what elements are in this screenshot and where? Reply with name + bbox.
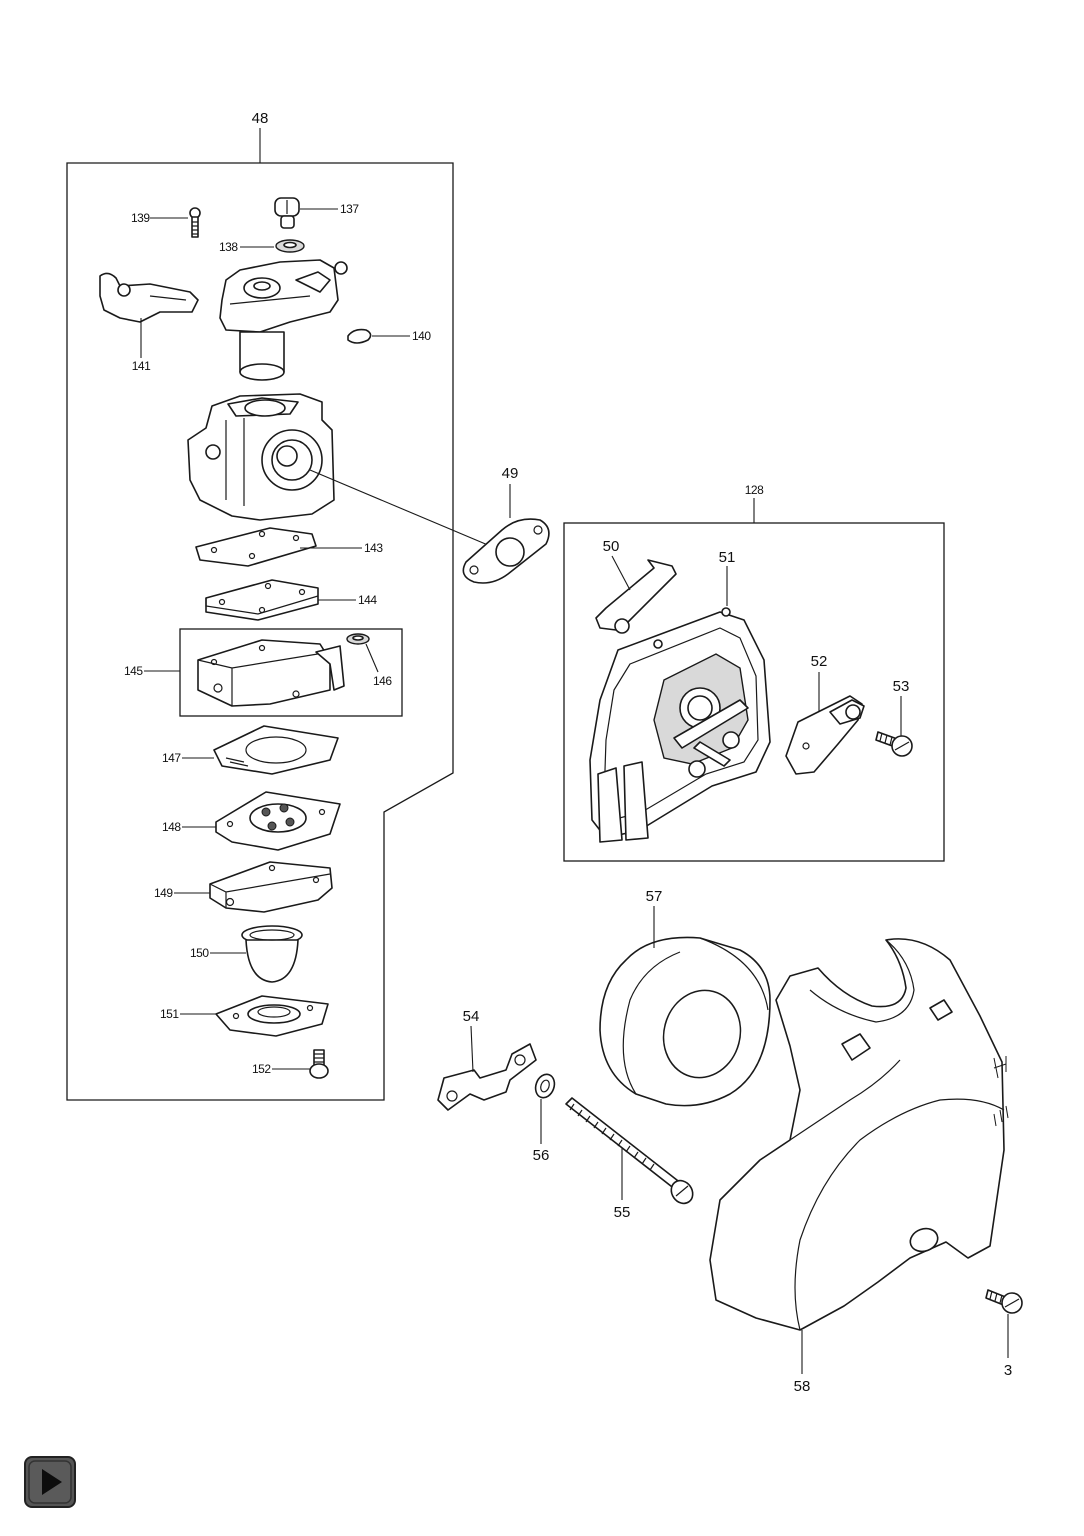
part-53-screw: 53 xyxy=(875,678,913,757)
callout-53: 53 xyxy=(893,678,910,695)
part-144-plate: 144 xyxy=(205,579,378,621)
part-140-clip: 140 xyxy=(347,328,432,344)
callout-50: 50 xyxy=(603,538,620,555)
part-139-screw: 139 xyxy=(131,207,201,238)
callout-54: 54 xyxy=(463,1008,480,1025)
callout-48: 48 xyxy=(252,110,269,127)
callout-143: 143 xyxy=(364,541,383,555)
part-147-gasket: 147 xyxy=(162,725,339,775)
callout-57: 57 xyxy=(646,888,663,905)
callout-56: 56 xyxy=(533,1147,550,1164)
callout-145: 145 xyxy=(124,664,143,678)
callout-144: 144 xyxy=(358,593,377,607)
callout-151: 151 xyxy=(160,1007,179,1021)
frame-128: 128 xyxy=(563,483,945,862)
part-148-diaphragm: 148 xyxy=(162,791,341,851)
part-56-washer: 56 xyxy=(533,1073,556,1164)
part-146-seal: 146 xyxy=(346,633,393,688)
part-137-adjuster: 137 xyxy=(274,197,360,229)
callout-128: 128 xyxy=(745,483,764,497)
play-icon xyxy=(28,1460,72,1504)
callout-138: 138 xyxy=(219,240,238,254)
callout-150: 150 xyxy=(190,946,209,960)
callout-139: 139 xyxy=(131,211,150,225)
part-151-retainer: 151 xyxy=(160,995,329,1037)
part-150-primer-bulb: 150 xyxy=(190,925,303,983)
part-152-screw: 152 xyxy=(252,1049,329,1079)
part-51-base-plate: 51 xyxy=(589,549,771,843)
part-143-gasket: 143 xyxy=(195,527,384,567)
play-button[interactable] xyxy=(24,1456,76,1508)
part-55-bolt: 55 xyxy=(565,1097,694,1221)
callout-3: 3 xyxy=(1004,1362,1012,1379)
part-52-choke-plate: 52 xyxy=(785,653,865,775)
callout-52: 52 xyxy=(811,653,828,670)
part-57-air-filter: 57 xyxy=(599,888,771,1107)
part-carburetor-body xyxy=(187,393,496,549)
callout-147: 147 xyxy=(162,751,181,765)
callout-51: 51 xyxy=(719,549,736,566)
part-141-lever: 141 xyxy=(99,272,199,373)
part-58-filter-cover: 58 xyxy=(709,938,1009,1395)
part-138-washer: 138 xyxy=(219,239,305,254)
callout-141: 141 xyxy=(132,359,151,373)
callout-58: 58 xyxy=(794,1378,811,1395)
part-throttle-body xyxy=(219,259,348,381)
callout-140: 140 xyxy=(412,329,431,343)
callout-49: 49 xyxy=(502,465,519,482)
part-3-screw: 3 xyxy=(985,1289,1023,1379)
part-54-bracket: 54 xyxy=(437,1008,537,1111)
callout-146: 146 xyxy=(373,674,392,688)
part-149-cover: 149 xyxy=(154,861,333,913)
callout-137: 137 xyxy=(340,202,359,216)
part-50-choke-rod: 50 xyxy=(595,538,677,634)
callout-152: 152 xyxy=(252,1062,271,1076)
frame-145: 145 xyxy=(124,628,403,717)
callout-55: 55 xyxy=(614,1204,631,1221)
frame-48: 48 xyxy=(66,110,454,1101)
callout-148: 148 xyxy=(162,820,181,834)
callout-149: 149 xyxy=(154,886,173,900)
part-49-gasket: 49 xyxy=(462,465,550,584)
